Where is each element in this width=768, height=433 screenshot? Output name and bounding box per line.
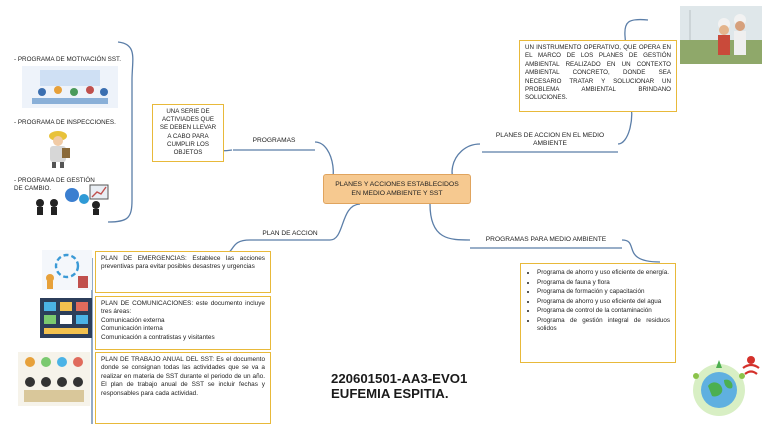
program-inspecciones-label: - PROGRAMA DE INSPECCIONES. (14, 119, 116, 126)
annual-plan-illustration (18, 352, 90, 406)
branch-programas: PROGRAMAS (252, 137, 296, 144)
inspector-illustration (49, 131, 70, 168)
communications-plan-illustration (40, 298, 92, 338)
program-gestion-cambio-label: - PROGRAMA DE GESTIÓN DE CAMBIO. (14, 177, 95, 192)
list-item: Programa de fauna y flora (537, 279, 670, 287)
change-management-illustration (36, 184, 109, 215)
comunicacion-item: Comunicación externa (101, 316, 165, 324)
institution-logo (742, 356, 760, 375)
branch-planes-medio-ambiente: PLANES DE ACCION EN EL MEDIO AMBIENTE (495, 132, 605, 147)
plan-trabajo-anual-text: PLAN DE TRABAJO ANUAL DEL SST: Es el doc… (101, 356, 265, 397)
document-code: 220601501-AA3-EVO1 (331, 371, 468, 386)
document-code-footer: 220601501-AA3-EVO1 EUFEMIA ESPITIA. (331, 371, 467, 401)
plan-emergencias-text: PLAN DE EMERGENCIAS: Establece las accio… (101, 255, 265, 271)
list-item: Programa de formación y capacitación (537, 288, 670, 296)
plan-center-line (329, 203, 361, 241)
field-workers-photo (680, 6, 762, 64)
instrumento-box: UN INSTRUMENTO OPERATIVO, QUE OPERA EN E… (519, 40, 677, 112)
left-brace-line (107, 41, 134, 223)
programas-medio-ambiente-box: Programa de ahorro y uso eficiente de en… (520, 263, 676, 363)
central-topic: PLANES Y ACCIONES ESTABLECIDOS EN MEDIO … (323, 174, 471, 204)
program-motivacion-label: - PROGRAMA DE MOTIVACIÓN SST. (14, 56, 121, 63)
plan-comunicaciones-box: PLAN DE COMUNICACIONES: este documento i… (95, 296, 271, 350)
programas-medio-ambiente-list: Programa de ahorro y uso eficiente de en… (527, 269, 670, 333)
emergency-plan-illustration (42, 250, 92, 290)
instrumento-text: UN INSTRUMENTO OPERATIVO, QUE OPERA EN E… (525, 44, 671, 102)
programas-description-text: UNA SERIE DE ACTIVIADES QUE SE DEBEN LLE… (159, 108, 217, 157)
list-item: Programa de ahorro y uso eficiente de en… (537, 269, 670, 277)
environment-globe-illustration (693, 360, 745, 416)
branch-programas-medio-ambiente: PROGRAMAS PARA MEDIO AMBIENTE (485, 236, 607, 243)
motivation-illustration (22, 66, 118, 108)
author-name: EUFEMIA ESPITIA. (331, 386, 449, 401)
comunicacion-item: Comunicación interna (101, 325, 163, 333)
list-item: Programa de gestión integral de residuos… (537, 317, 670, 333)
plan-trabajo-anual-box: PLAN DE TRABAJO ANUAL DEL SST: Es el doc… (95, 352, 271, 424)
list-item: Programa de control de la contaminación (537, 307, 670, 315)
programasmedio-list-line (621, 239, 661, 263)
branch-plan-accion: PLAN DE ACCION (262, 230, 318, 237)
plan-emergencias-box: PLAN DE EMERGENCIAS: Establece las accio… (95, 251, 271, 293)
plan-comunicaciones-intro: PLAN DE COMUNICACIONES: este documento i… (101, 300, 265, 316)
center-programasmedio-line (429, 203, 471, 241)
list-item: Programa de ahorro y uso eficiente del a… (537, 298, 670, 306)
comunicacion-item: Comunicación a contratistas y visitantes (101, 333, 215, 341)
programas-description-box: UNA SERIE DE ACTIVIADES QUE SE DEBEN LLE… (152, 104, 224, 162)
